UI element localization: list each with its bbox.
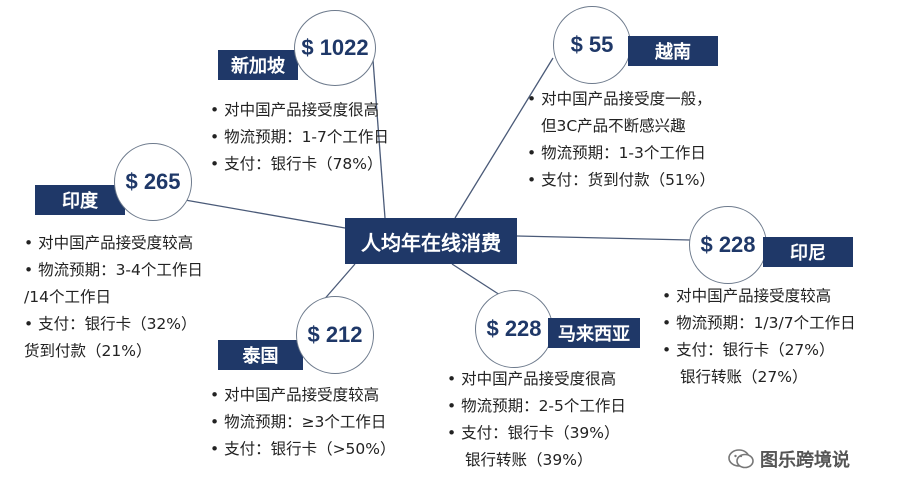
info-line: 银行转账（27%） <box>680 368 808 386</box>
amount-circle-indonesia: $ 228 <box>689 206 767 284</box>
connector-singapore <box>372 59 386 219</box>
info-thailand: • 对中国产品接受度较高 • 物流预期：≥3个工作日 • 支付：银行卡（>50%… <box>210 382 396 463</box>
country-label-indonesia: 印尼 <box>763 237 853 267</box>
country-label-singapore: 新加坡 <box>218 50 298 80</box>
info-line: /14个工作日 <box>24 288 111 306</box>
country-label-vietnam: 越南 <box>628 36 718 66</box>
info-line: 货到付款（21%） <box>24 342 152 360</box>
watermark: 图乐跨境说 <box>728 446 850 472</box>
info-line: • 支付：银行卡（39%） <box>447 424 620 442</box>
chat-bubble-icon <box>728 449 754 469</box>
info-line: • 物流预期：2-5个工作日 <box>447 397 626 415</box>
amount-circle-singapore: $ 1022 <box>294 10 376 86</box>
connector-india <box>184 199 346 229</box>
info-line: • 支付：货到付款（51%） <box>527 171 716 189</box>
info-line: • 对中国产品接受度较高 <box>24 234 194 252</box>
amount-circle-thailand: $ 212 <box>296 296 374 374</box>
connector-indonesia <box>516 235 691 241</box>
amount-circle-malaysia: $ 228 <box>475 290 553 368</box>
info-line: • 物流预期：≥3个工作日 <box>210 413 387 431</box>
info-malaysia: • 对中国产品接受度很高 • 物流预期：2-5个工作日 • 支付：银行卡（39%… <box>447 366 626 474</box>
info-vietnam: • 对中国产品接受度一般， 但3C产品不断感兴趣 • 物流预期：1-3个工作日 … <box>527 86 715 194</box>
connector-vietnam <box>454 57 554 219</box>
info-line: • 支付：银行卡（78%） <box>210 155 383 173</box>
watermark-text: 图乐跨境说 <box>760 450 850 471</box>
info-line: • 支付：银行卡（>50%） <box>210 440 396 458</box>
country-label-thailand: 泰国 <box>218 340 303 370</box>
country-label-india: 印度 <box>35 185 125 215</box>
amount-circle-vietnam: $ 55 <box>553 6 631 84</box>
info-line: 但3C产品不断感兴趣 <box>541 117 686 135</box>
info-india: • 对中国产品接受度较高 • 物流预期：3-4个工作日 /14个工作日 • 支付… <box>24 230 203 365</box>
info-line: • 对中国产品接受度一般， <box>527 90 712 108</box>
info-line: • 物流预期：1-3个工作日 <box>527 144 706 162</box>
country-label-malaysia: 马来西亚 <box>548 318 640 348</box>
info-singapore: • 对中国产品接受度很高 • 物流预期：1-7个工作日 • 支付：银行卡（78%… <box>210 97 389 178</box>
info-line: • 对中国产品接受度很高 <box>210 101 380 119</box>
info-line: • 支付：银行卡（32%） <box>24 315 197 333</box>
info-line: • 物流预期：3-4个工作日 <box>24 261 203 279</box>
center-title: 人均年在线消费 <box>345 218 517 264</box>
info-line: • 对中国产品接受度较高 <box>662 287 832 305</box>
connector-malaysia <box>451 263 501 296</box>
amount-circle-india: $ 265 <box>114 143 192 221</box>
info-line: • 对中国产品接受度很高 <box>447 370 617 388</box>
info-line: • 物流预期：1/3/7个工作日 <box>662 314 856 332</box>
info-line: 银行转账（39%） <box>465 451 593 469</box>
info-line: • 支付：银行卡（27%） <box>662 341 835 359</box>
info-indonesia: • 对中国产品接受度较高 • 物流预期：1/3/7个工作日 • 支付：银行卡（2… <box>662 283 856 391</box>
info-line: • 对中国产品接受度较高 <box>210 386 380 404</box>
info-line: • 物流预期：1-7个工作日 <box>210 128 389 146</box>
